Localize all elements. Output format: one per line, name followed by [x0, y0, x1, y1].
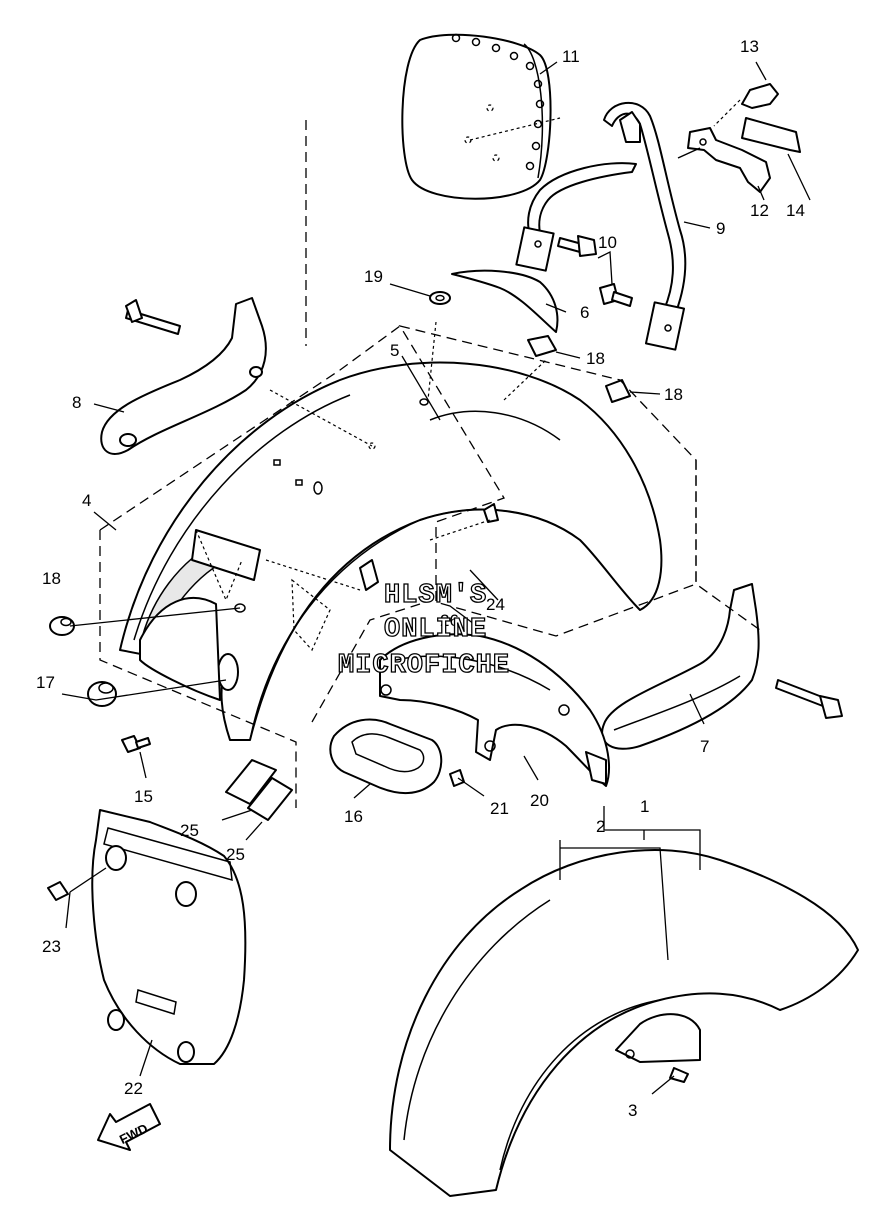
watermark-line-3: MICROFICHE [338, 651, 510, 681]
backrest-pad [401, 33, 561, 200]
callout-1: 1 [640, 797, 649, 816]
labels-25 [225, 759, 293, 821]
callout-18-top: 18 [586, 349, 605, 368]
callout-14: 14 [786, 201, 805, 220]
bolts-10 [557, 235, 633, 307]
side-rail-left [100, 297, 267, 455]
callout-22: 22 [124, 1079, 143, 1098]
fwd-arrow: FWD [97, 1103, 161, 1151]
callout-24: 24 [486, 595, 505, 614]
callout-8: 8 [72, 393, 81, 412]
callout-10: 10 [598, 233, 617, 252]
callout-11: 11 [562, 47, 580, 66]
callout-9: 9 [716, 219, 725, 238]
watermark-line-1: HLSM'S [384, 581, 487, 611]
leader-lines [61, 61, 811, 1095]
watermark-line-2: ONLINE [384, 615, 487, 645]
callout-16: 16 [344, 807, 363, 826]
callout-20: 20 [530, 791, 549, 810]
callout-25-b: 25 [226, 845, 245, 864]
callout-2: 2 [596, 817, 605, 836]
callout-15: 15 [134, 787, 153, 806]
side-cover [47, 809, 247, 1065]
dampers [49, 335, 631, 636]
callout-5: 5 [390, 341, 399, 360]
callout-4: 4 [82, 491, 91, 510]
callout-3: 3 [628, 1101, 637, 1120]
callout-21: 21 [490, 799, 509, 818]
callout-6: 6 [580, 303, 589, 322]
bracket-clip [677, 83, 801, 193]
license-bracket [329, 718, 465, 795]
callout-26: 26 [440, 611, 459, 630]
callout-18-mid: 18 [664, 385, 683, 404]
callout-13: 13 [740, 37, 759, 56]
callout-17: 17 [36, 673, 55, 692]
callout-12: 12 [750, 201, 769, 220]
callout-25-a: 25 [180, 821, 199, 840]
trim-strip [429, 269, 559, 333]
watermark: HLSM'S ONLINE MICROFICHE [337, 580, 510, 681]
inner-flap [379, 633, 610, 787]
callout-23: 23 [42, 937, 61, 956]
side-rail-right [601, 583, 843, 750]
backrest-bar [515, 101, 687, 351]
callout-7: 7 [700, 737, 709, 756]
rear-fender-main [119, 361, 663, 741]
callout-19: 19 [364, 267, 383, 286]
front-fender [389, 849, 859, 1197]
callout-18-left: 18 [42, 569, 61, 588]
